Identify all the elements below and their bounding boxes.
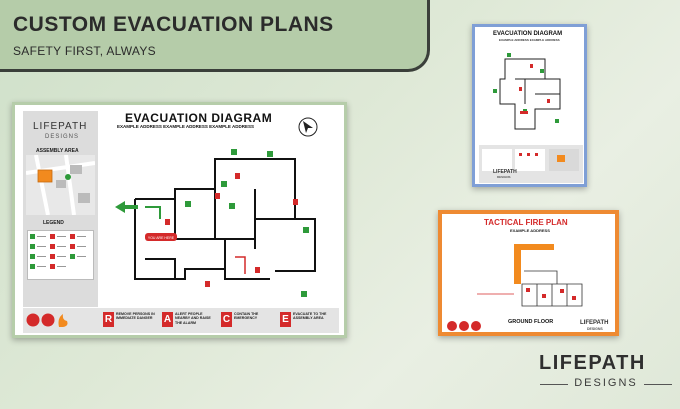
step-text: REMOVE PERSONS IN IMMEDIATE DANGER bbox=[116, 312, 155, 321]
fire-plan-title: TACTICAL FIRE PLAN bbox=[484, 218, 568, 227]
plan-subtitle: EXAMPLE ADDRESS EXAMPLE ADDRESS EXAMPLE … bbox=[117, 124, 255, 129]
step-letter: E bbox=[280, 312, 291, 327]
main-evacuation-plan: LIFEPATH DESIGNS ASSEMBLY AREA LEGEND bbox=[12, 102, 347, 338]
you-are-here-marker: YOU ARE HERE bbox=[148, 236, 175, 240]
plan-logo-sub: DESIGNS bbox=[45, 134, 80, 140]
plan-sidebar: LIFEPATH DESIGNS ASSEMBLY AREA LEGEND bbox=[23, 111, 98, 307]
step-remove: R REMOVE PERSONS IN IMMEDIATE DANGER bbox=[103, 310, 160, 333]
fire-plan-floor-label: GROUND FLOOR bbox=[508, 319, 554, 325]
plan-title: EVACUATION DIAGRAM bbox=[125, 111, 273, 125]
step-letter: A bbox=[162, 312, 173, 327]
blue-plan-logo-sub: DESIGNS bbox=[497, 175, 511, 179]
tactical-fire-plan: TACTICAL FIRE PLAN EXAMPLE ADDRESS GROUN… bbox=[438, 210, 619, 336]
step-alert: A ALERT PEOPLE NEARBY AND RAISE THE ALAR… bbox=[162, 310, 219, 333]
fire-plan-logo-sub: DESIGNS bbox=[587, 327, 603, 331]
banner-subtitle: SAFETY FIRST, ALWAYS bbox=[13, 44, 156, 58]
brand-divider-right bbox=[644, 384, 672, 385]
blue-plan-title: EVACUATION DIAGRAM bbox=[493, 31, 563, 37]
brand-logo-sub: DESIGNS bbox=[574, 377, 638, 389]
blue-floor-plan bbox=[493, 53, 561, 130]
floor-plan: YOU ARE HERE bbox=[115, 149, 316, 297]
fire-plan-badges-icon bbox=[447, 321, 481, 331]
assembly-area-label: ASSEMBLY AREA bbox=[36, 148, 79, 154]
step-evacuate: E EVACUATE TO THE ASSEMBLY AREA bbox=[280, 310, 337, 333]
legend-icons bbox=[30, 234, 86, 269]
brand-divider-left bbox=[540, 384, 568, 385]
fire-plan-subtitle: EXAMPLE ADDRESS bbox=[510, 228, 550, 233]
fire-plan-diagram bbox=[477, 244, 583, 307]
banner-title: CUSTOM EVACUATION PLANS bbox=[13, 13, 334, 36]
north-arrow-icon bbox=[298, 117, 318, 137]
fire-plan-logo: LIFEPATH bbox=[580, 320, 609, 326]
step-text: CONTAIN THE EMERGENCY bbox=[234, 312, 259, 321]
step-letter: R bbox=[103, 312, 114, 327]
blue-plan-footer bbox=[479, 145, 583, 183]
step-letter: C bbox=[221, 312, 232, 327]
safety-badges-icon bbox=[26, 313, 68, 327]
plan-logo: LIFEPATH bbox=[33, 121, 88, 132]
header-banner: CUSTOM EVACUATION PLANS SAFETY FIRST, AL… bbox=[0, 0, 430, 72]
blue-plan-subtitle: EXAMPLE ADDRESS EXAMPLE ADDRESS bbox=[499, 38, 560, 42]
blue-evacuation-plan: EVACUATION DIAGRAM EXAMPLE ADDRESS EXAMP… bbox=[472, 24, 587, 187]
step-contain: C CONTAIN THE EMERGENCY bbox=[221, 310, 278, 333]
brand-logo: LIFEPATH bbox=[539, 352, 646, 374]
legend bbox=[27, 230, 94, 280]
legend-label: LEGEND bbox=[43, 220, 64, 226]
assembly-area-map bbox=[26, 155, 95, 215]
step-text: ALERT PEOPLE NEARBY AND RAISE THE ALARM bbox=[175, 312, 211, 325]
step-text: EVACUATE TO THE ASSEMBLY AREA bbox=[293, 312, 327, 321]
blue-plan-logo: LIFEPATH bbox=[493, 169, 517, 175]
